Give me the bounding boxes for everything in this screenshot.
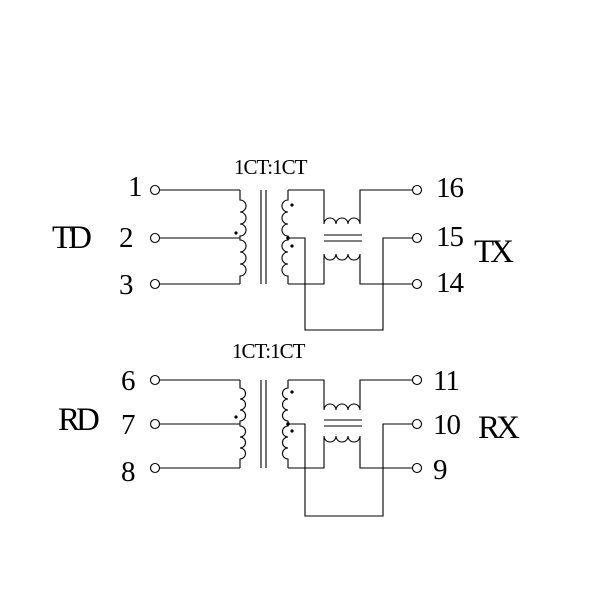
td-turns-ratio: 1CT:1CT xyxy=(234,155,308,179)
pin-6-label: 6 xyxy=(121,365,135,397)
rd-primary-winding xyxy=(239,380,246,468)
pin-11-label: 11 xyxy=(433,365,459,397)
rd-secondary-dot-2 xyxy=(290,429,294,433)
rd-secondary-dot-1 xyxy=(290,390,294,394)
pin-1-terminal xyxy=(149,184,161,196)
pin-7-label: 7 xyxy=(121,409,135,441)
td-center-tap-wire xyxy=(288,237,412,331)
pin-3-label: 3 xyxy=(119,269,133,301)
tx-label: TX xyxy=(474,234,514,270)
pin-14-terminal xyxy=(411,278,423,290)
td-choke-core xyxy=(324,234,362,242)
td-choke-upper-winding xyxy=(288,189,412,225)
rd-label: RD xyxy=(58,402,99,438)
rx-label: RX xyxy=(478,410,520,446)
td-primary-leads xyxy=(159,189,240,285)
rd-transformer-block: 1CT:1CT RD RX 6 7 8 11 10 9 xyxy=(58,339,524,517)
pin-15-label: 15 xyxy=(436,221,464,253)
rd-core xyxy=(260,380,267,468)
pin-1-label: 1 xyxy=(128,171,142,203)
td-label: TD xyxy=(52,220,91,256)
td-core xyxy=(260,190,267,284)
pin-9-label: 9 xyxy=(433,454,447,486)
td-primary-winding xyxy=(239,190,247,284)
pin-9-terminal xyxy=(411,462,423,474)
pin-16-terminal xyxy=(411,184,423,196)
rd-primary-dot xyxy=(234,415,238,419)
rd-choke-core xyxy=(324,419,362,427)
rd-primary-leads xyxy=(159,379,240,469)
pin-2-label: 2 xyxy=(119,222,133,254)
pin-11-terminal xyxy=(411,374,423,386)
td-primary-dot xyxy=(234,231,238,235)
rd-turns-ratio: 1CT:1CT xyxy=(232,339,306,363)
pin-10-label: 10 xyxy=(433,409,461,441)
rd-choke-lower-winding xyxy=(288,435,412,469)
pin-14-label: 14 xyxy=(436,267,465,299)
td-choke-lower-winding xyxy=(288,253,412,285)
td-secondary-dot-2 xyxy=(290,244,294,248)
pin-6-terminal xyxy=(149,374,161,386)
rd-center-tap-wire xyxy=(288,423,412,517)
pin-16-label: 16 xyxy=(436,172,464,204)
td-transformer-block: 1CT:1CT TD TX 1 2 3 16 15 14 xyxy=(52,155,518,331)
pin-8-label: 8 xyxy=(121,456,135,488)
pin-15-terminal xyxy=(411,232,423,244)
pin-10-terminal xyxy=(411,418,423,430)
pin-8-terminal xyxy=(149,462,161,474)
pin-2-terminal xyxy=(149,232,161,244)
pin-3-terminal xyxy=(149,278,161,290)
rd-choke-upper-winding xyxy=(288,379,412,411)
pin-7-terminal xyxy=(149,418,161,430)
td-secondary-dot-1 xyxy=(290,203,294,207)
